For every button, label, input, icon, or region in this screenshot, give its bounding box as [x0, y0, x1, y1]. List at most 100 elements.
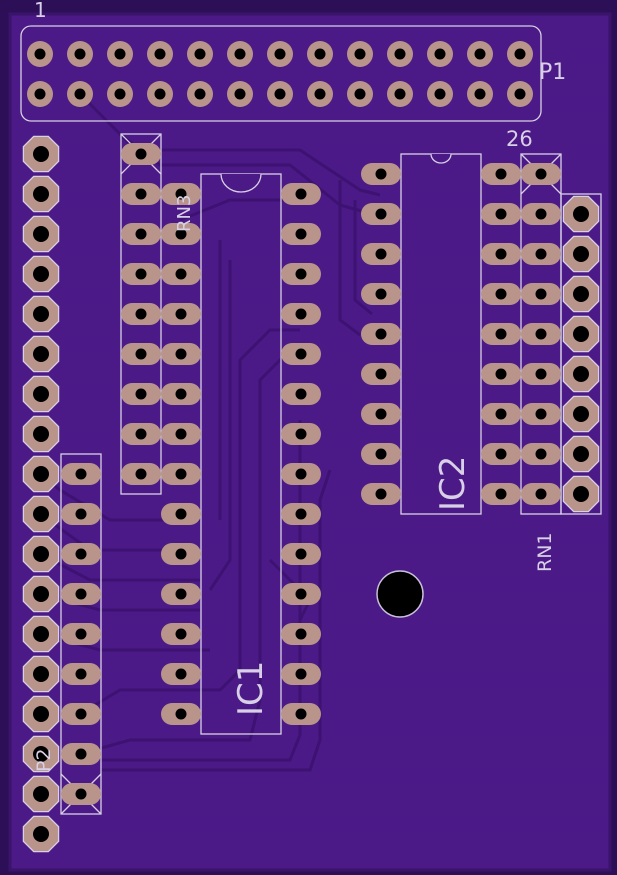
p1-pad-drill — [354, 88, 366, 100]
trace — [100, 420, 302, 762]
ic2-pad-drill — [495, 448, 507, 460]
p2-pad-drill — [33, 426, 49, 442]
ic1-pad-drill — [175, 308, 187, 320]
p1-pad-drill — [34, 48, 46, 60]
ic1-notch — [220, 173, 262, 193]
rn1-pad-drill — [535, 208, 547, 220]
trace — [100, 469, 332, 772]
p2-pad-drill — [33, 346, 49, 362]
rn1-pad-drill — [535, 248, 547, 260]
ic1-pad-drill — [295, 668, 307, 680]
rn1-pad-drill — [535, 288, 547, 300]
ic2-pad-drill — [495, 488, 507, 500]
ic2-pad-drill — [375, 288, 387, 300]
p1-pad-drill — [434, 48, 446, 60]
rn2-pad-drill — [75, 708, 87, 720]
rn2-pad-drill — [75, 508, 87, 520]
p1-pad-drill — [234, 88, 246, 100]
p2-pad-drill — [33, 506, 49, 522]
ic1-pad-drill — [295, 588, 307, 600]
trace — [179, 198, 300, 222]
ic1-pad-drill — [175, 188, 187, 200]
rn3-pad-drill — [135, 148, 147, 160]
rn3-pad-drill — [135, 268, 147, 280]
p1-pin1-label: 1 — [34, 0, 47, 22]
trace — [39, 632, 210, 652]
ic2-pad-drill — [375, 368, 387, 380]
ic1-label: IC1 — [231, 661, 271, 716]
rn1-pad-drill — [535, 448, 547, 460]
ic1-pad-drill — [295, 308, 307, 320]
p1-pad-drill — [154, 48, 166, 60]
p1-pad-drill — [194, 88, 206, 100]
rn3-pad-drill — [135, 468, 147, 480]
header-right-pad-drill — [573, 446, 589, 462]
ic1-pad-drill — [295, 388, 307, 400]
ic2-pad-drill — [375, 328, 387, 340]
ic1-pad-drill — [295, 268, 307, 280]
ic1-pad-drill — [295, 548, 307, 560]
p2-pad-drill — [33, 226, 49, 242]
p1-pad-drill — [314, 88, 326, 100]
rn1-pad-drill — [535, 408, 547, 420]
p1-pad-drill — [34, 88, 46, 100]
ic1-pad-drill — [295, 628, 307, 640]
ic2-pad-drill — [375, 448, 387, 460]
p1-pad-drill — [114, 48, 126, 60]
rn2-pad-drill — [75, 588, 87, 600]
trace — [338, 180, 361, 337]
p1-pad-drill — [474, 88, 486, 100]
p2-pad-drill — [33, 826, 49, 842]
ic2-pad-drill — [375, 168, 387, 180]
ic1-pad-drill — [175, 348, 187, 360]
p2-pad-drill — [33, 266, 49, 282]
component-pads — [22, 41, 600, 853]
ic1-pad-drill — [175, 708, 187, 720]
p1-pin26-label: 26 — [506, 127, 533, 151]
p1-pad-drill — [194, 48, 206, 60]
header-right-pad-drill — [573, 246, 589, 262]
trace — [208, 260, 232, 591]
rn1-pad-drill — [535, 488, 547, 500]
rn3-pad-drill — [135, 348, 147, 360]
ic1-pad-drill — [175, 428, 187, 440]
p1-pad-drill — [114, 88, 126, 100]
ic1-pad-drill — [175, 508, 187, 520]
mounting-hole — [376, 570, 424, 618]
rn1-pad-drill — [535, 328, 547, 340]
rn3-pad-drill — [135, 388, 147, 400]
ic1-pad-drill — [175, 388, 187, 400]
ic2-pad-drill — [495, 288, 507, 300]
ic2-pad-drill — [495, 328, 507, 340]
ic1-pad-drill — [175, 468, 187, 480]
header-right-pad-drill — [573, 366, 589, 382]
p1-pad-drill — [514, 48, 526, 60]
ic2-notch — [430, 153, 452, 164]
ic2-label: IC2 — [433, 456, 473, 511]
ic2-pad-drill — [375, 488, 387, 500]
p1-pad-drill — [394, 48, 406, 60]
p1-outline — [20, 25, 542, 122]
ic1-pad-drill — [175, 228, 187, 240]
ic2-pad-drill — [375, 408, 387, 420]
p1-pad-drill — [394, 88, 406, 100]
ic1-pad-drill — [295, 228, 307, 240]
p2-label: P2 — [33, 748, 55, 772]
p1-pad-drill — [314, 48, 326, 60]
rn2-pad-drill — [75, 668, 87, 680]
p1-label: P1 — [539, 60, 566, 85]
ic1-pad-drill — [175, 628, 187, 640]
p2-pad-drill — [33, 466, 49, 482]
ic1-pad-drill — [295, 348, 307, 360]
trace — [353, 200, 373, 316]
rn2-pad-drill — [75, 468, 87, 480]
p1-pad-drill — [154, 88, 166, 100]
p2-pad-drill — [33, 546, 49, 562]
p1-pad-drill — [74, 48, 86, 60]
rn3-label: RN3 — [174, 195, 195, 232]
p2-pad-drill — [33, 586, 49, 602]
p2-pad-drill — [33, 706, 49, 722]
p2-pad-drill — [33, 146, 49, 162]
p2-pad-drill — [33, 626, 49, 642]
